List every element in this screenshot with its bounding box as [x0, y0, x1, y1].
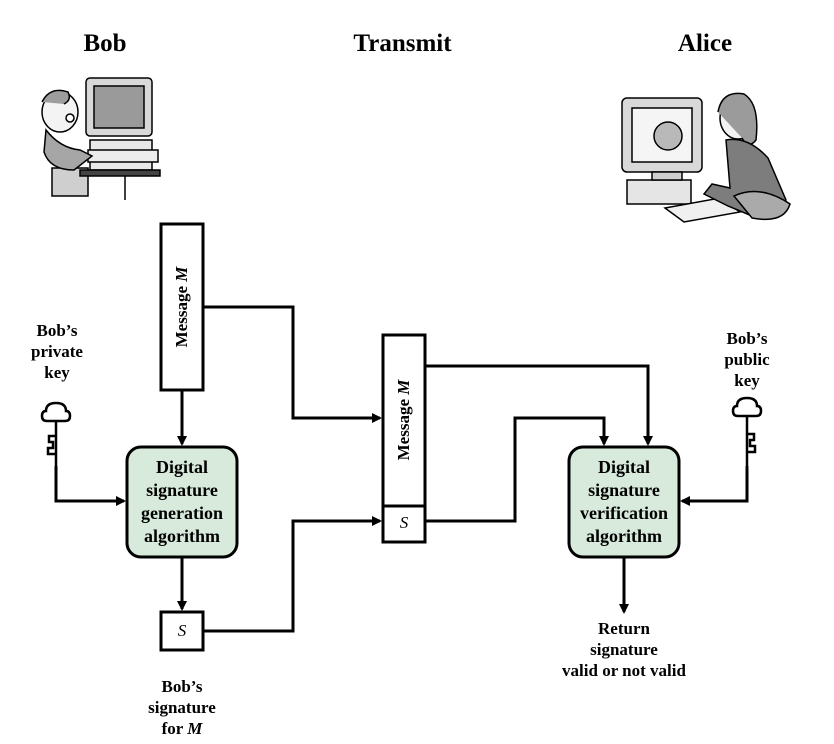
bob-signature-label: Bob’s signature for M: [132, 676, 232, 739]
message-label-transmit: Message M: [394, 380, 414, 461]
message-label-text: Message: [172, 286, 191, 348]
bob-signature-line-3: for M: [161, 719, 203, 738]
gen-line-1: Digital: [155, 457, 208, 477]
verification-algorithm-label: Digital signature verification algorithm: [569, 447, 679, 557]
public-key-line-1: Bob’s: [726, 329, 768, 348]
alice-header: Alice: [677, 30, 733, 57]
arrow-private-key-to-generation: [54, 466, 126, 506]
signature-var-transmit: S: [399, 513, 409, 532]
result-line-2: signature: [590, 640, 658, 659]
message-box-transmit: [381, 333, 427, 508]
alice-computer-illustration: [621, 92, 791, 223]
private-key-line-1: Bob’s: [36, 321, 78, 340]
signature-box-transmit: [381, 504, 427, 544]
bob-signature-line-1: Bob’s: [161, 677, 203, 696]
gen-line-2: signature: [146, 480, 218, 500]
private-key-line-3: key: [44, 363, 70, 382]
public-key-line-3: key: [734, 371, 760, 390]
arrow-public-key-to-verification: [680, 466, 749, 506]
ver-line-3: verification: [580, 503, 668, 523]
arrow-message-to-verification: [425, 364, 653, 446]
gen-line-3: generation: [141, 503, 223, 523]
signature-var-bob: S: [177, 621, 187, 640]
bob-signature-line-2: signature: [148, 698, 216, 717]
private-key-icon: [40, 401, 72, 466]
gen-line-4: algorithm: [143, 526, 220, 546]
bob-private-key-label: Bob’s private key: [16, 320, 98, 383]
arrow-signature-to-verification: [425, 416, 609, 523]
result-label: Return signature valid or not valid: [544, 618, 704, 681]
result-line-1: Return: [598, 619, 650, 638]
message-label-text: Message: [394, 399, 413, 461]
public-key-icon: [731, 396, 763, 466]
ver-line-2: signature: [588, 480, 660, 500]
private-key-line-2: private: [31, 342, 83, 361]
message-var: M: [172, 266, 191, 282]
result-line-3: valid or not valid: [562, 661, 686, 680]
message-var: M: [394, 379, 413, 395]
bob-header: Bob: [83, 30, 127, 57]
signature-var-m: M: [187, 719, 203, 738]
ver-line-1: Digital: [597, 457, 650, 477]
arrow-message-to-transmit: [203, 305, 382, 423]
bob-public-key-label: Bob’s public key: [706, 328, 788, 391]
transmit-header: Transmit: [353, 30, 452, 57]
arrow-signature-to-transmit: [203, 516, 382, 633]
message-label-bob: Message M: [172, 267, 192, 348]
public-key-line-2: public: [724, 350, 770, 369]
ver-line-4: algorithm: [585, 526, 662, 546]
generation-algorithm-label: Digital signature generation algorithm: [127, 447, 237, 557]
bob-computer-illustration: [41, 77, 161, 200]
